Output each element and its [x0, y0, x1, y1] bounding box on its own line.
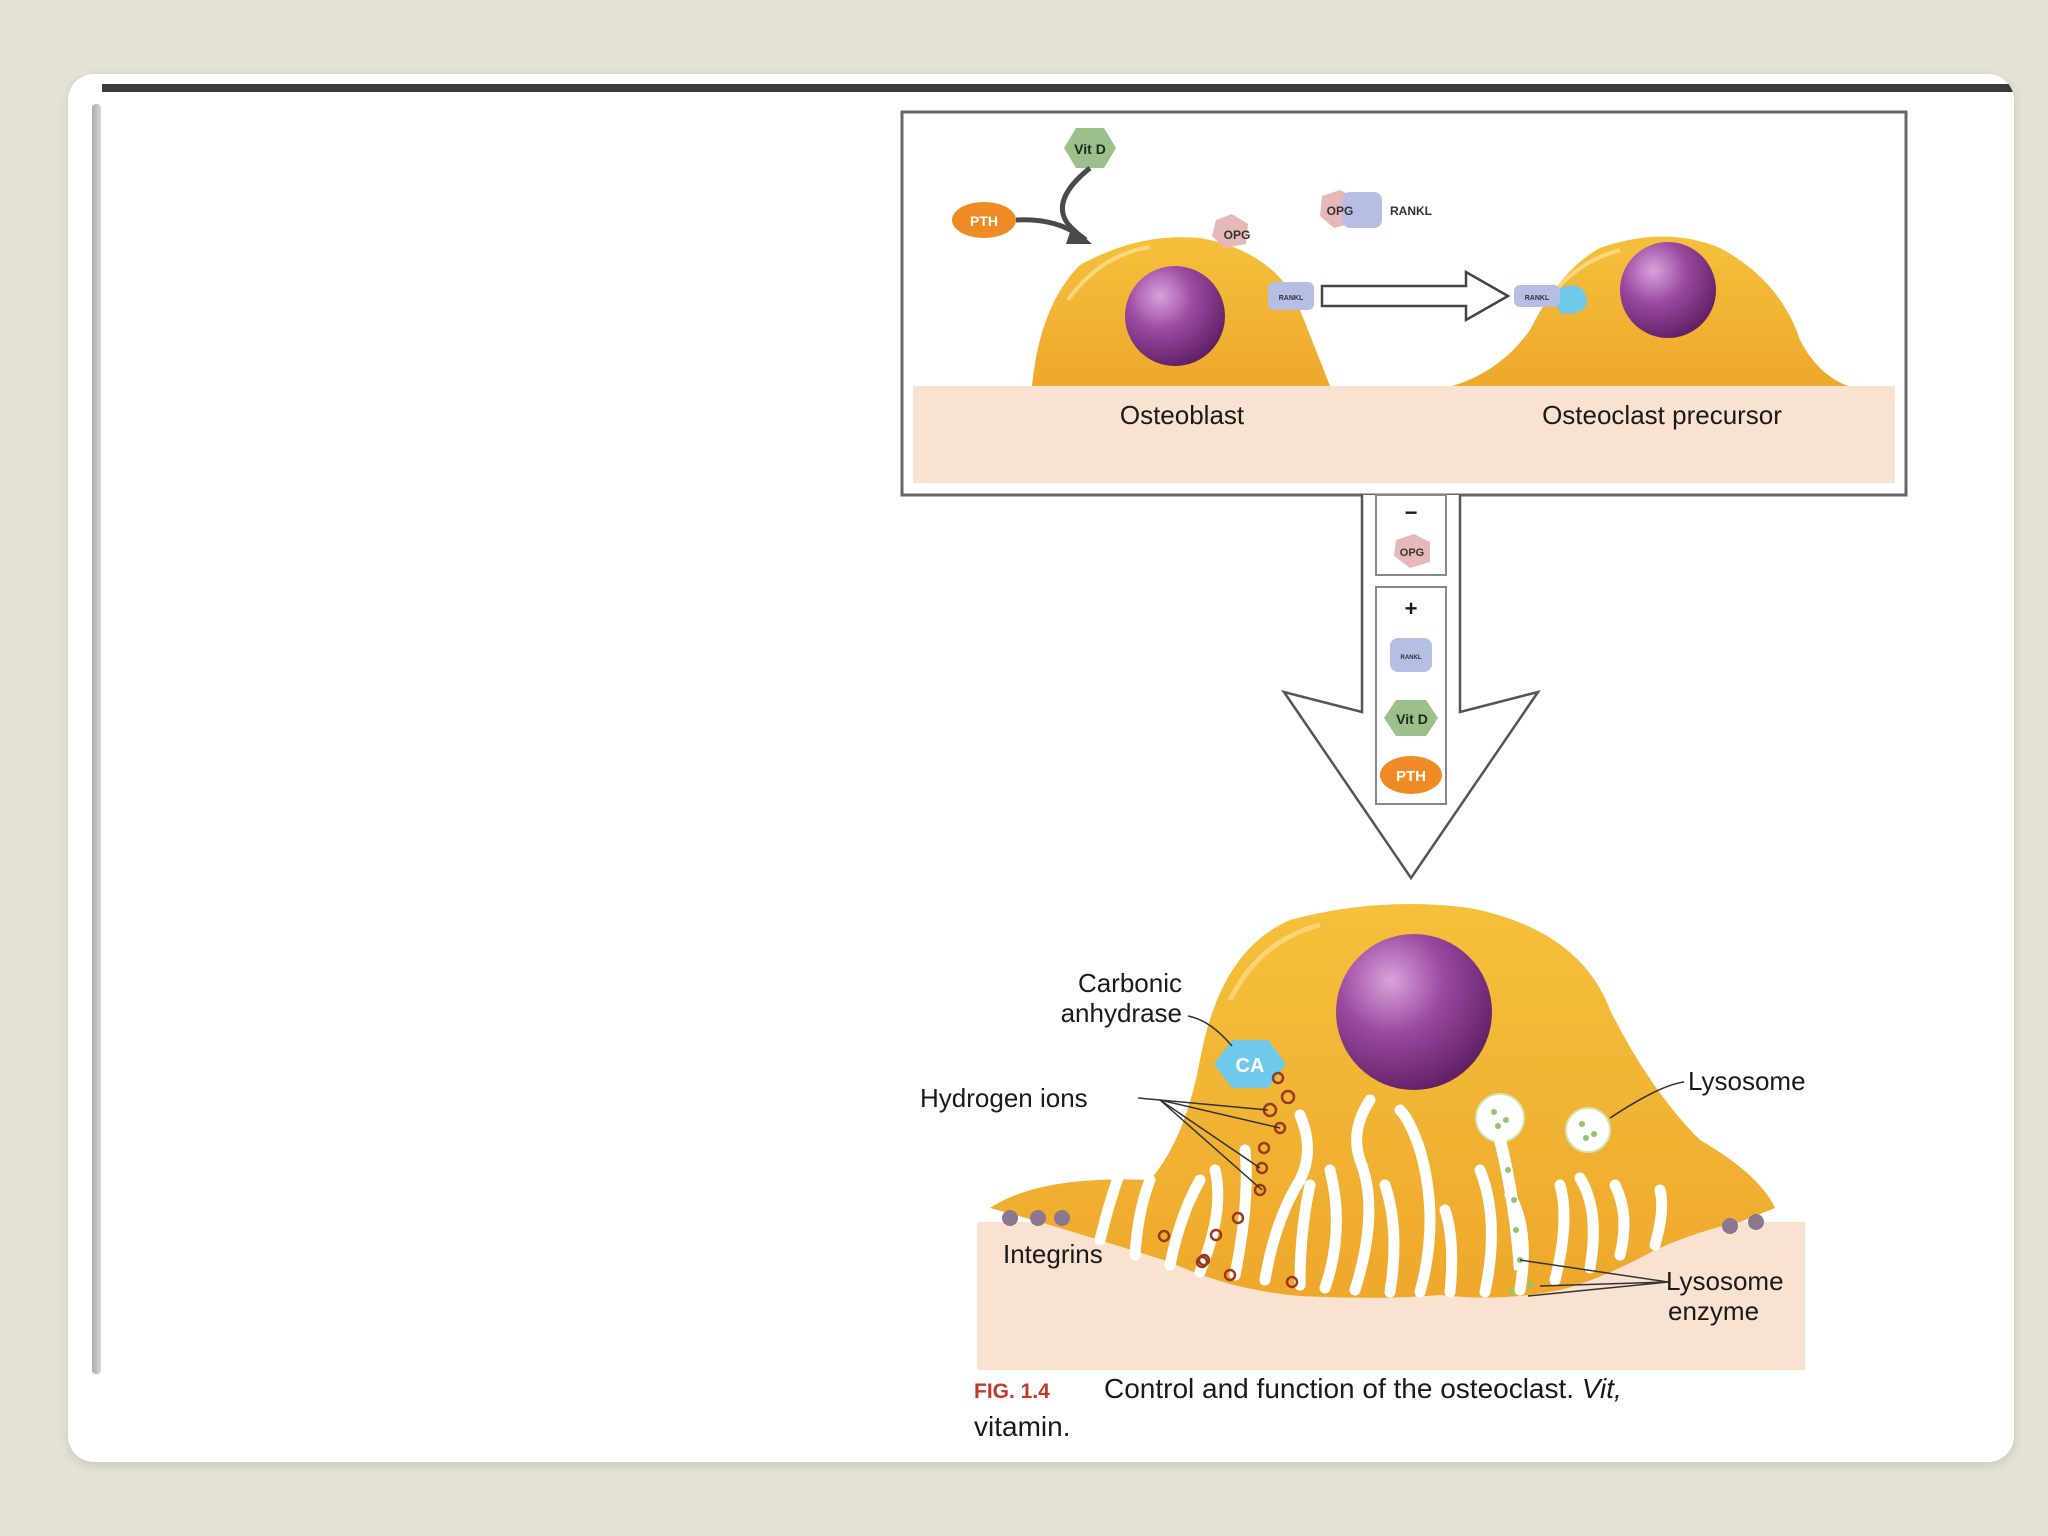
osteoblast-nucleus [1125, 266, 1225, 366]
lysosome-enzyme-label-2: enzyme [1668, 1296, 1759, 1326]
rankl-free-shape [1342, 192, 1382, 228]
rankl-free-label: RANKL [1390, 204, 1432, 218]
opg-inhibitor-label: OPG [1400, 547, 1424, 559]
top-panel: RANKL RANKL OPG OPG RANKL Vit D PTH Oste… [900, 110, 1908, 497]
slide-top-rule [102, 84, 2014, 92]
integrins-label: Integrins [1003, 1239, 1103, 1269]
vitd-activator-hexagon [1384, 700, 1438, 736]
rankl-osteoblast-badge [1268, 282, 1314, 310]
vitd-label: Vit D [1074, 141, 1106, 157]
bone-surface-top [913, 386, 1895, 483]
hydrogen-ion-dots [1157, 1071, 1299, 1289]
lysosome-enzyme-dots [1491, 1109, 1597, 1295]
carbonic-anhydrase-label-2: anhydrase [1061, 998, 1182, 1028]
osteoclast-illustration: CA Carbonic anhydrase Hydro [920, 904, 1806, 1370]
minus-sign: − [1405, 500, 1418, 525]
hydrogen-ions-label: Hydrogen ions [920, 1083, 1088, 1113]
ca-label: CA [1236, 1055, 1265, 1077]
pth-activator-oval [1380, 756, 1442, 794]
precursor-nucleus [1620, 242, 1716, 338]
lysosome-enzyme-label-1: Lysosome [1666, 1266, 1784, 1296]
caption-italic-term: Vit, [1582, 1373, 1622, 1404]
opg-osteoblast-shape [1212, 214, 1248, 248]
big-down-arrow: − OPG + RANKL Vit D PTH [1281, 494, 1541, 881]
caption-main: Control and function of the osteoclast. [1104, 1373, 1582, 1404]
pth-arrowhead [1066, 226, 1092, 244]
osteoblast-label: Osteoblast [1120, 400, 1245, 430]
rankl-activator-label: RANKL [1401, 655, 1422, 661]
pth-activator-label: PTH [1396, 768, 1426, 785]
carbonic-anhydrase-label-1: Carbonic [1078, 968, 1182, 998]
ruffled-border [1094, 1094, 1668, 1298]
osteoclast-precursor-label: Osteoclast precursor [1542, 400, 1782, 430]
caption-line2: vitamin. [974, 1411, 1070, 1442]
slide-left-rule [92, 104, 101, 1374]
rankl-activator-shape [1390, 638, 1432, 672]
opg-inhibitor-shape [1394, 534, 1430, 568]
rankl-bound-label: RANKL [1525, 295, 1550, 302]
caption-text: Control and function of the osteoclast. … [1104, 1373, 1622, 1404]
rankl-bound-badge [1514, 285, 1560, 307]
rankl-osteoblast-label: RANKL [1279, 295, 1304, 302]
vitd-activator-label: Vit D [1396, 711, 1428, 727]
pth-label: PTH [970, 213, 998, 229]
lysosome-label: Lysosome [1688, 1066, 1806, 1096]
integrin-markers [1002, 1210, 1764, 1234]
opg-free-label: OPG [1327, 204, 1354, 218]
opg-osteoblast-label: OPG [1224, 228, 1251, 242]
lysosome-small [1565, 1107, 1611, 1153]
pth-oval [952, 202, 1016, 238]
lysosome-vesicle [1475, 1093, 1525, 1143]
ca-hexagon [1214, 1040, 1286, 1088]
figure-caption: FIG. 1.4 Control and function of the ost… [974, 1373, 1622, 1442]
rankl-transfer-arrow [1320, 269, 1511, 323]
osteoclast-nucleus [1336, 934, 1492, 1090]
leader-lines [1137, 1015, 1685, 1297]
plus-sign: + [1405, 596, 1418, 621]
vitd-hexagon [1064, 128, 1116, 168]
caption-fig-number: FIG. 1.4 [974, 1380, 1050, 1403]
